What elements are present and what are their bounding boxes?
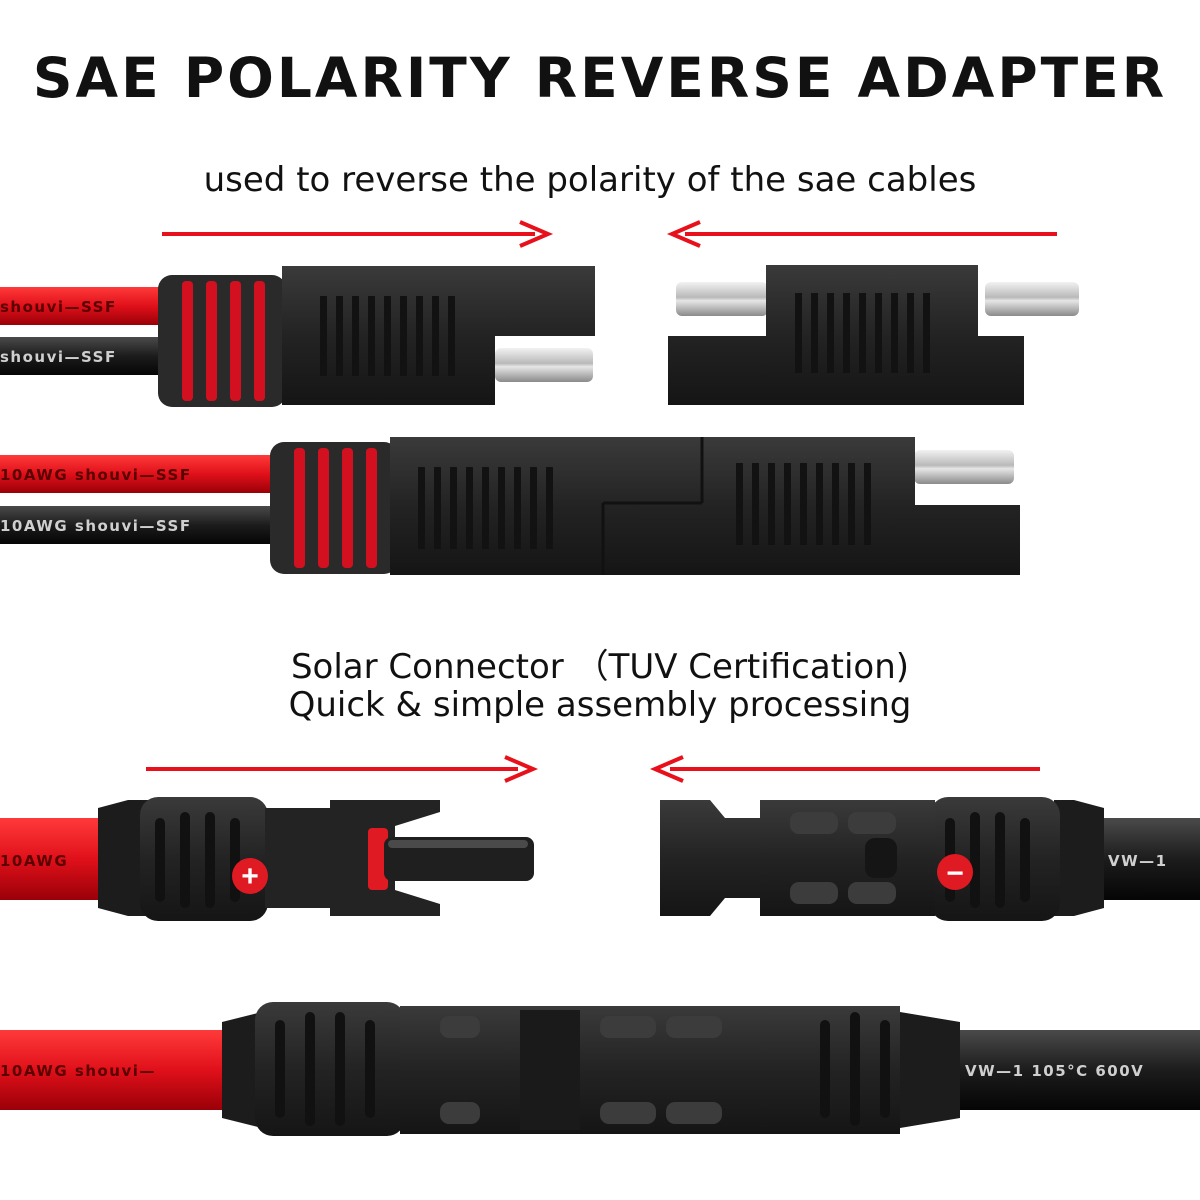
red-cable xyxy=(0,818,100,900)
black-cable xyxy=(0,506,278,544)
metal-pin xyxy=(495,348,593,382)
minus-icon xyxy=(937,854,973,890)
red-cable xyxy=(0,1030,230,1110)
red-cable xyxy=(0,287,165,325)
sae-assembled: 10AWG shouvi—SSF 10AWG shouvi—SSF xyxy=(0,437,1020,575)
solar-connector-positive: 10AWG + xyxy=(0,797,534,921)
cable-print: VW—1 105°C 600V xyxy=(965,1062,1144,1080)
red-cable xyxy=(0,455,278,493)
cable-print: 10AWG shouvi—SSF xyxy=(0,517,192,535)
minus-symbol: − xyxy=(946,857,964,890)
cable-print: shouvi—SSF xyxy=(0,348,117,366)
metal-pin xyxy=(914,450,1014,484)
sae-plug-left: shouvi—SSF shouvi—SSF xyxy=(0,266,595,407)
plus-icon xyxy=(232,858,268,894)
metal-pin xyxy=(676,282,768,316)
cable-print: 10AWG shouvi— xyxy=(0,1062,156,1080)
black-cable xyxy=(1100,818,1200,900)
black-cable xyxy=(0,337,165,375)
plus-symbol: + xyxy=(241,860,259,893)
cable-print: VW—1 xyxy=(1108,852,1168,870)
cable-print: shouvi—SSF xyxy=(0,298,117,316)
solar-connector-negative: VW—1 − xyxy=(660,797,1200,921)
solar-caption-line1: Solar Connector （TUV Certification) xyxy=(290,647,910,687)
sae-plug-right xyxy=(668,265,1079,405)
sae-caption: used to reverse the polarity of the sae … xyxy=(203,160,977,200)
right-arrow-top xyxy=(162,220,554,248)
black-cable xyxy=(955,1030,1200,1110)
cable-print: 10AWG xyxy=(0,852,68,870)
cable-print: 10AWG shouvi—SSF xyxy=(0,466,192,484)
page-title: SAE POLARITY REVERSE ADAPTER xyxy=(32,46,1168,110)
metal-pin xyxy=(985,282,1079,316)
left-arrow-top xyxy=(666,220,1057,248)
left-arrow-bottom xyxy=(649,755,1040,783)
solar-caption-line2: Quick & simple assembly processing xyxy=(288,685,912,725)
right-arrow-bottom xyxy=(146,755,539,783)
solar-assembled: 10AWG shouvi— VW—1 105°C 600V xyxy=(0,1002,1200,1136)
